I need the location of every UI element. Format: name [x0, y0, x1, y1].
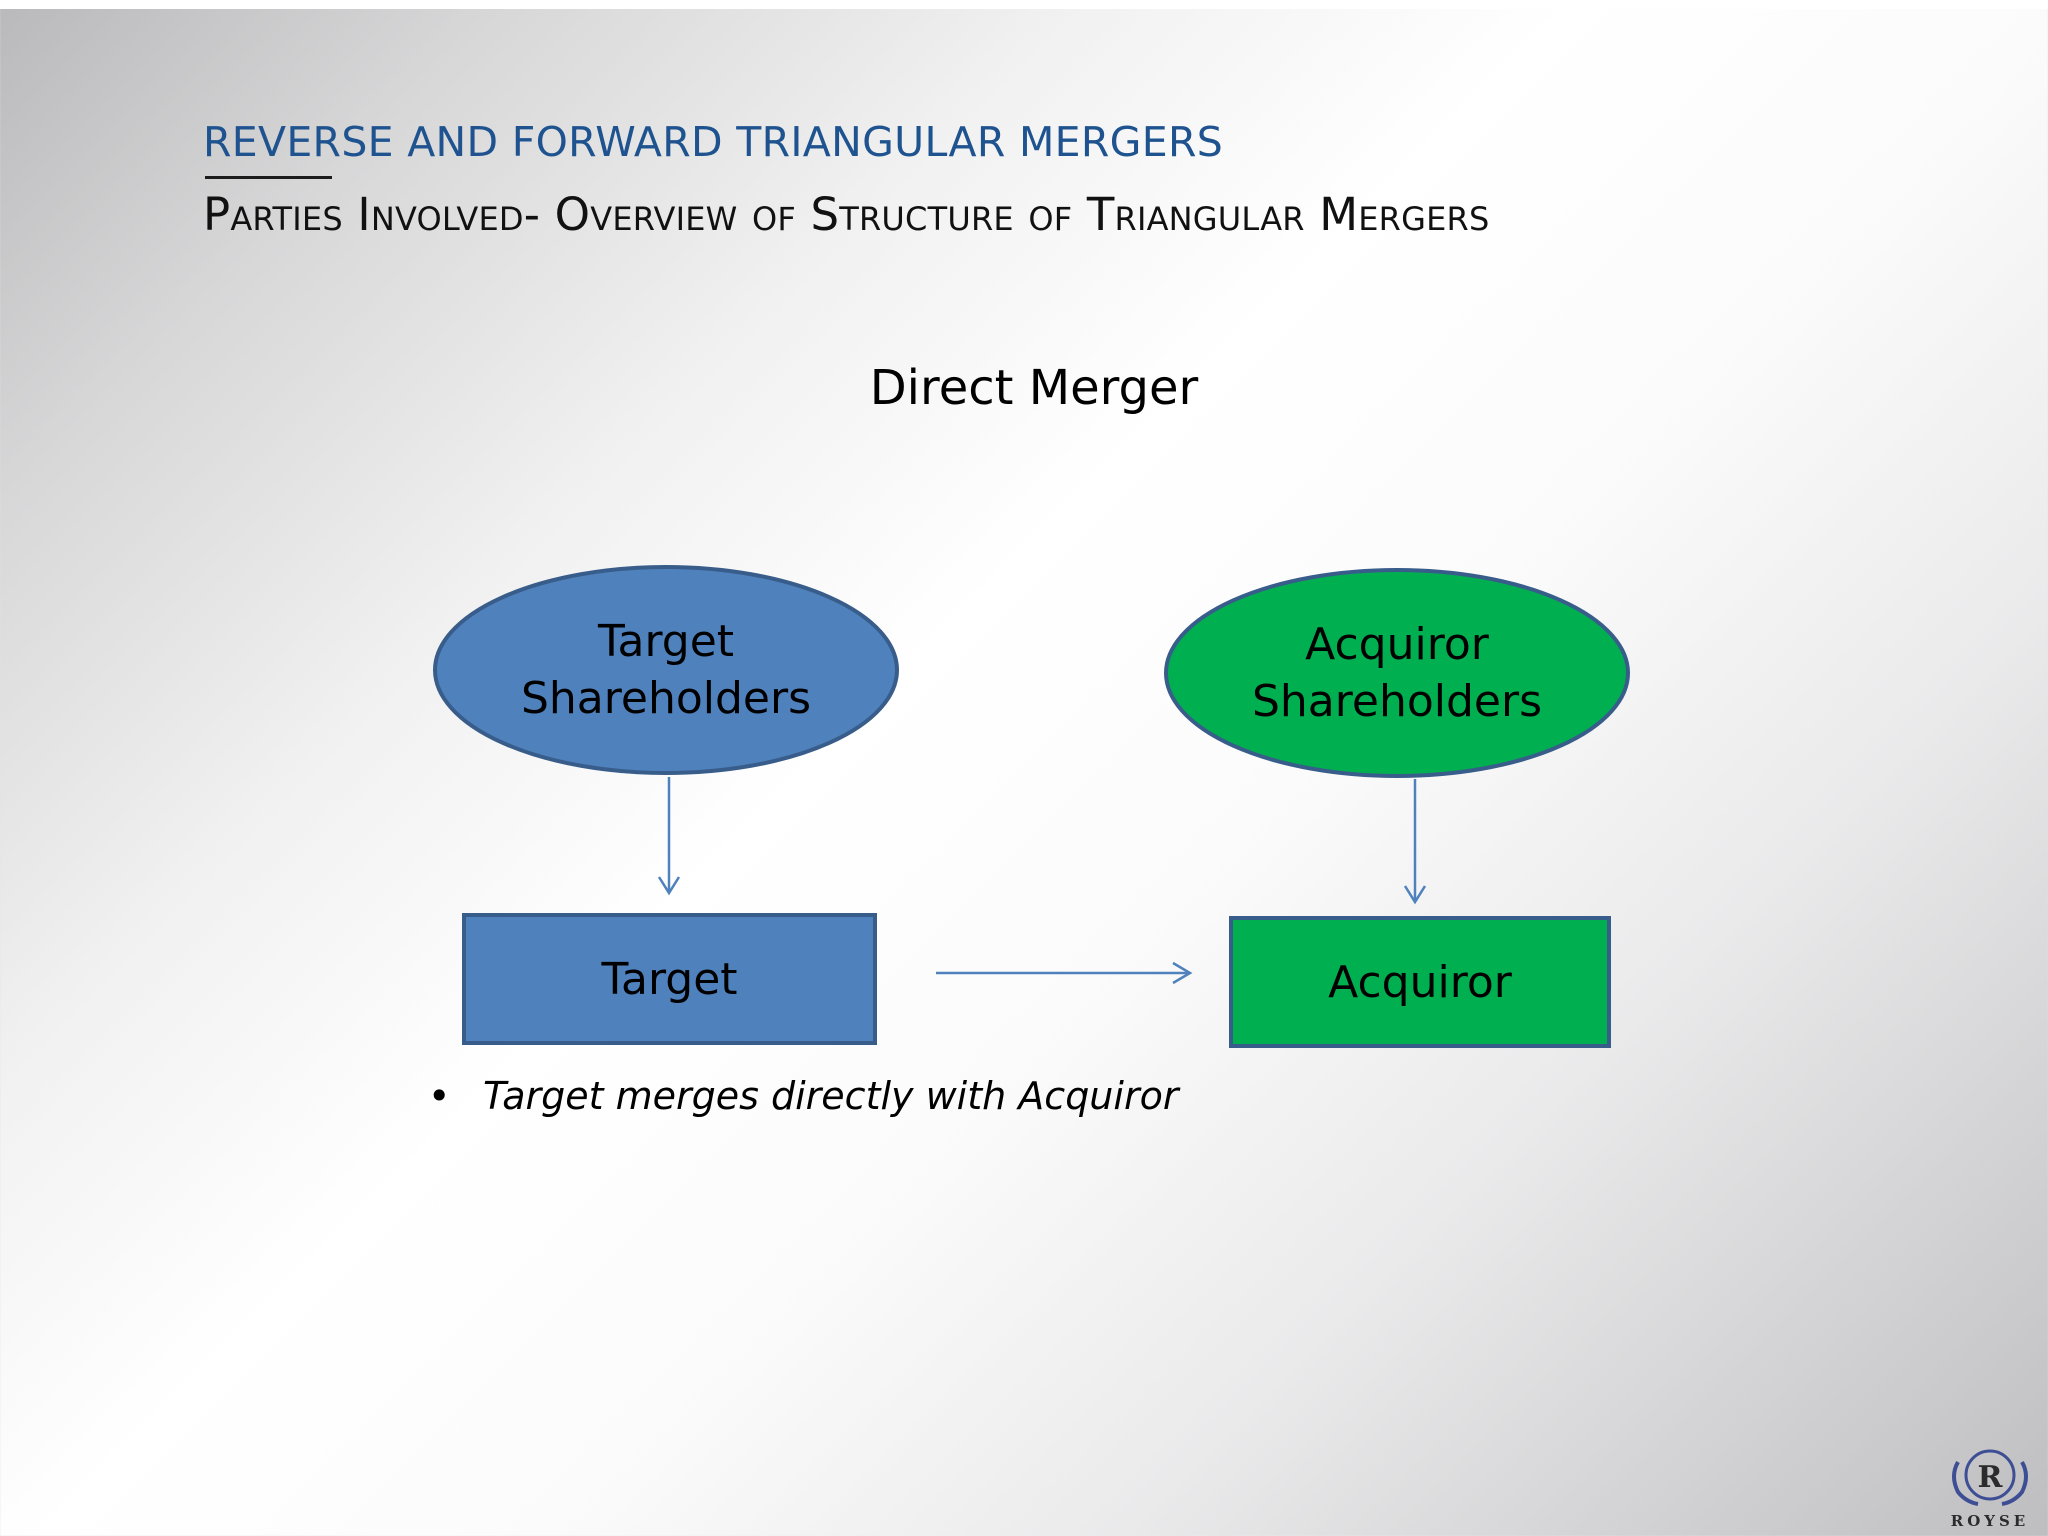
logo-letter: R: [1978, 1460, 2004, 1495]
bullet-item: • Target merges directly with Acquiror: [428, 1074, 1178, 1118]
target-shareholders-label: Target Shareholders: [436, 612, 896, 728]
acquiror-label: Acquiror: [1328, 956, 1512, 1008]
arrow-target-to-acquiror: [936, 961, 1193, 985]
slide-title: REVERSE AND FORWARD TRIANGULAR MERGERS: [203, 118, 1224, 166]
top-strip: [0, 0, 2048, 9]
acquiror-shareholders-line2: Shareholders: [1251, 676, 1543, 727]
arrow-target-shareholders-to-target: [657, 777, 681, 896]
acquiror-shareholders-line1: Acquiror: [1305, 619, 1489, 670]
target-label: Target: [601, 953, 738, 1005]
arrow-acquiror-shareholders-to-acquiror: [1403, 779, 1427, 905]
target-shareholders-line2: Shareholders: [520, 673, 812, 724]
bullet-mark: •: [428, 1074, 451, 1118]
target-rectangle: [462, 913, 877, 1045]
royse-logo-icon: R: [1952, 1449, 2028, 1506]
acquiror-rectangle: [1229, 916, 1611, 1048]
target-shareholders-ellipse: [433, 565, 899, 775]
logo-wordmark: ROYSE: [1950, 1512, 2030, 1530]
bullet-text: Target merges directly with Acquiror: [483, 1074, 1179, 1118]
acquiror-shareholders-ellipse: [1164, 568, 1630, 778]
target-shareholders-line1: Target: [597, 616, 735, 667]
diagram-title: Direct Merger: [869, 360, 1199, 416]
title-underline: [205, 176, 332, 179]
acquiror-shareholders-label: Acquiror Shareholders: [1167, 615, 1627, 731]
slide-subtitle: Parties Involved- Overview of Structure …: [203, 188, 1490, 241]
